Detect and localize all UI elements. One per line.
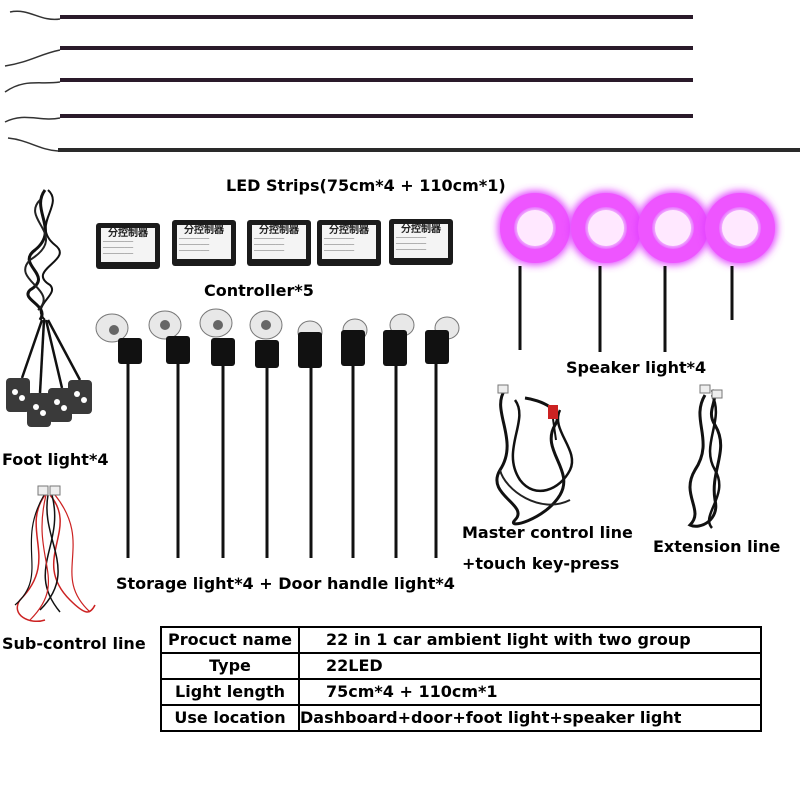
controller-5-label: 分控制器: [401, 224, 441, 235]
speaker-light-label: Speaker light*4: [566, 358, 707, 377]
controller-2: 分控制器 ──────────────────────────────: [172, 220, 236, 266]
spec-table: Procuct name 22 in 1 car ambient light w…: [160, 626, 762, 732]
controller-3-label: 分控制器: [259, 225, 299, 236]
storage-light-4: [249, 310, 283, 558]
sub-control-line: [14, 485, 96, 622]
controller-1-label: 分控制器: [108, 228, 148, 239]
speaker-ring-4: [703, 191, 777, 320]
extension-line: [687, 384, 723, 529]
spec-value: 22LED: [298, 652, 762, 680]
led-strip-4: [4, 114, 693, 124]
led-strips: [4, 10, 800, 158]
spec-row: Procuct name 22 in 1 car ambient light w…: [160, 626, 762, 654]
master-control-label-line2: +touch key-press: [462, 554, 620, 573]
door-handle-light-2: [341, 318, 368, 558]
spec-row: Type 22LED: [160, 652, 762, 680]
spec-key: Use location: [160, 704, 300, 732]
controller-5: 分控制器 ──────────────────────────────: [389, 219, 453, 265]
storage-door-lights: [95, 308, 460, 558]
foot-lights: [6, 189, 92, 427]
spec-row: Use location Dashboard+door+foot light+s…: [160, 704, 762, 732]
spec-value: 22 in 1 car ambient light with two group: [298, 626, 762, 654]
spec-key: Light length: [160, 678, 300, 706]
led-strip-3: [4, 78, 693, 93]
controller-2-label: 分控制器: [184, 225, 224, 236]
master-control-label-line1: Master control line: [462, 523, 633, 542]
spec-key: Procuct name: [160, 626, 300, 654]
controller-label: Controller*5: [204, 281, 314, 300]
door-handle-light-4: [425, 316, 460, 558]
storage-light-1: [95, 313, 142, 558]
speaker-ring-2: [569, 191, 643, 352]
door-handle-light-1: [297, 320, 323, 558]
led-strip-5: [7, 137, 800, 158]
extension-line-label: Extension line: [653, 537, 781, 556]
master-control-line: [495, 384, 574, 526]
controller-4: 分控制器 ──────────────────────────────: [317, 220, 381, 266]
controller-3: 分控制器 ──────────────────────────────: [247, 220, 311, 266]
led-strips-label: LED Strips(75cm*4 + 110cm*1): [226, 176, 506, 195]
speaker-lights: [498, 191, 777, 352]
spec-row: Light length 75cm*4 + 110cm*1: [160, 678, 762, 706]
controller-4-label: 分控制器: [329, 225, 369, 236]
speaker-ring-3: [636, 191, 710, 352]
spec-value: Dashboard+door+foot light+speaker light: [298, 704, 762, 732]
storage-light-2: [148, 310, 190, 558]
led-strip-2: [4, 46, 693, 67]
spec-value: 75cm*4 + 110cm*1: [298, 678, 762, 706]
speaker-ring-1: [498, 191, 572, 350]
controller-1: 分控制器 ──────────────────────────────: [96, 223, 160, 269]
spec-key: Type: [160, 652, 300, 680]
storage-light-3: [199, 308, 235, 558]
foot-light-label: Foot light*4: [2, 450, 109, 469]
sub-control-line-label: Sub-control line: [2, 634, 146, 653]
storage-door-label: Storage light*4 + Door handle light*4: [116, 574, 455, 593]
led-strip-1: [9, 10, 693, 25]
door-handle-light-3: [383, 313, 415, 558]
